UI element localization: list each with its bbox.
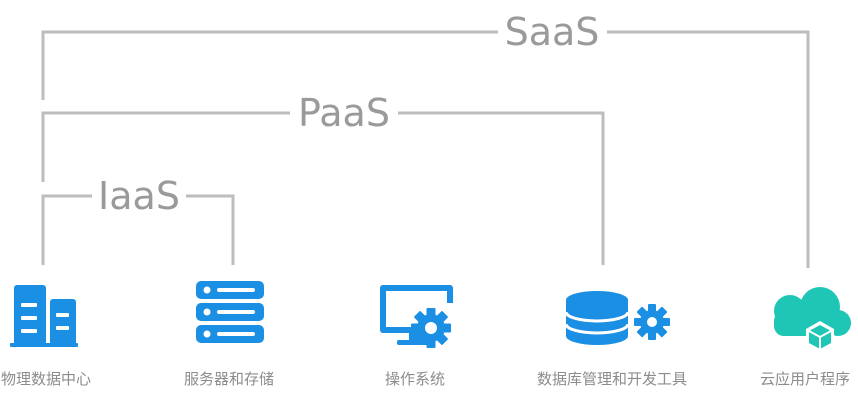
building-icon <box>10 285 78 347</box>
database-gear-icon <box>564 291 672 345</box>
saas-bracket <box>41 30 810 268</box>
caption-database: 数据库管理和开发工具 <box>537 370 687 388</box>
caption-datacenter: 物理数据中心 <box>1 370 91 388</box>
saas-label: SaaS <box>505 10 600 54</box>
caption-cloudapp: 云应用户程序 <box>760 370 850 388</box>
caption-os: 操作系统 <box>385 370 445 388</box>
iaas-label: IaaS <box>98 174 180 218</box>
paas-label: PaaS <box>298 91 390 135</box>
cloud-cube-icon <box>774 287 851 353</box>
server-rack-icon <box>196 281 264 343</box>
monitor-gear-icon <box>380 285 453 348</box>
caption-servers: 服务器和存储 <box>184 370 274 388</box>
iaas-bracket <box>41 194 235 265</box>
paas-bracket <box>41 111 605 265</box>
